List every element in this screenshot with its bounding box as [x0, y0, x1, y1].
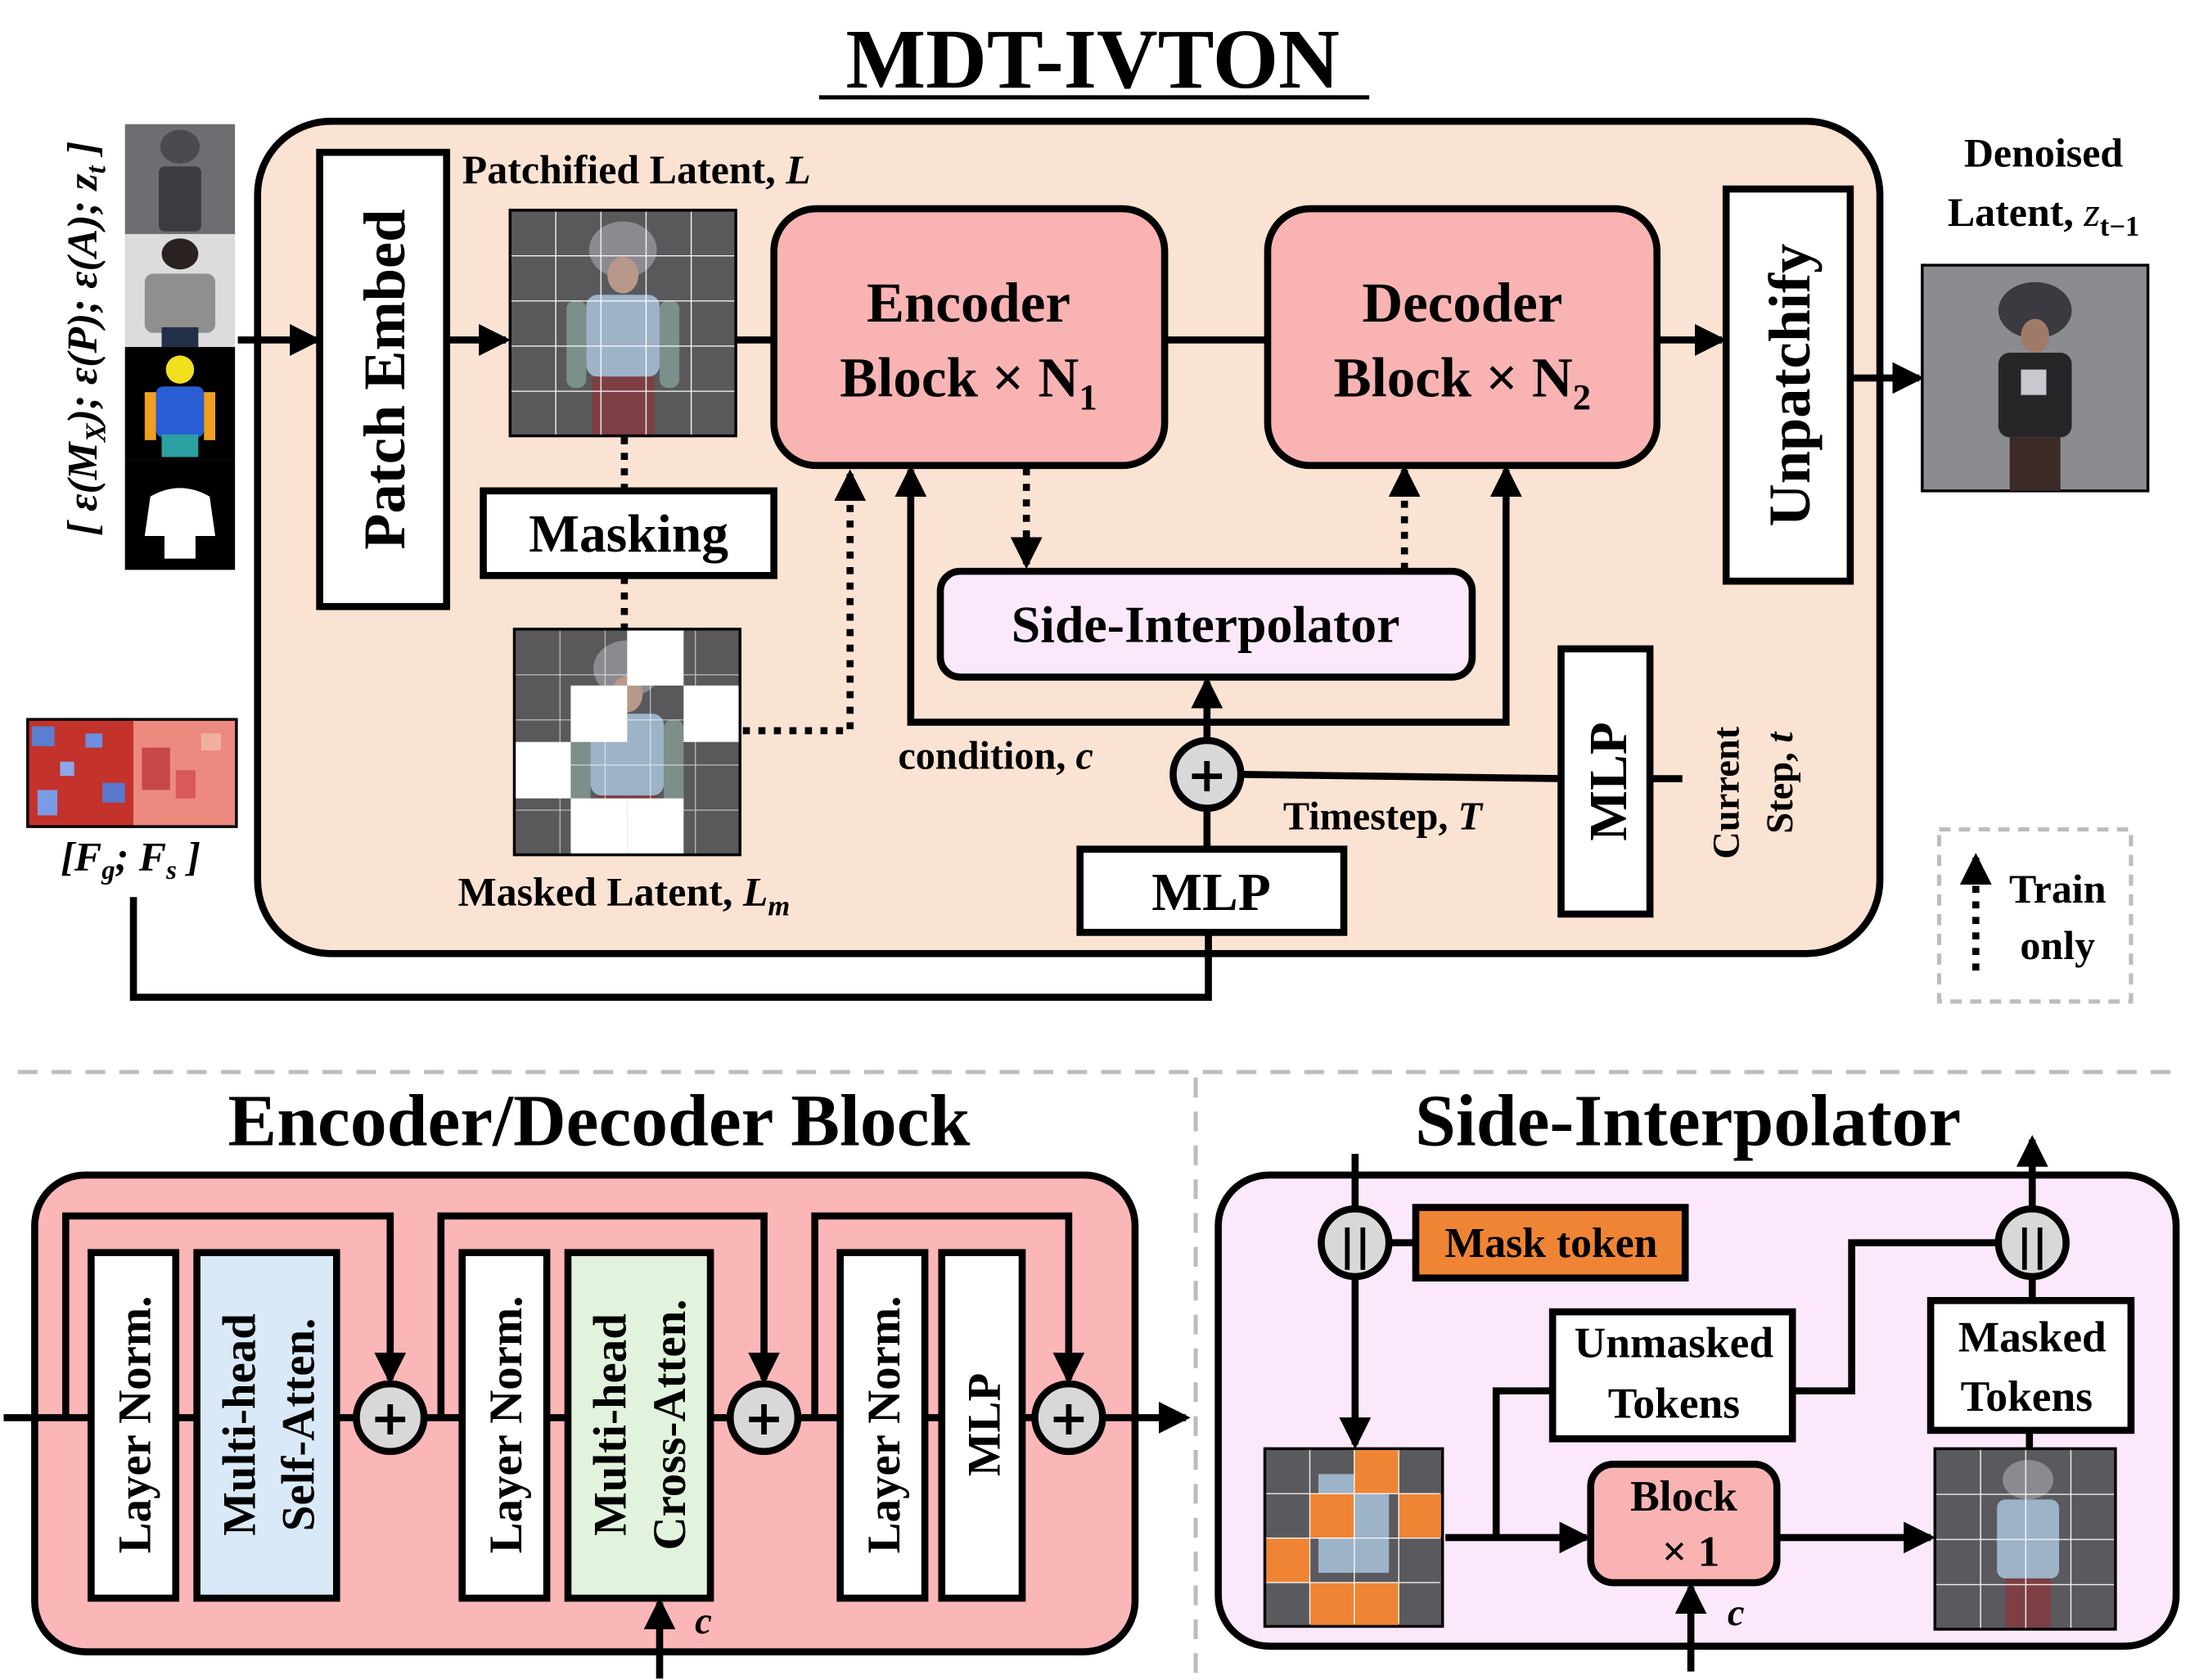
- masking-box: [480, 487, 777, 579]
- side-block-label-1: Block: [1630, 1471, 1737, 1520]
- unpatchify-box: [1722, 185, 1854, 585]
- concat-symbol-2: ||: [2016, 1221, 2048, 1270]
- input-images: [124, 124, 236, 570]
- add-symbol-2: +: [744, 1390, 784, 1446]
- side-title: Side-Interpolator: [1415, 1081, 1961, 1162]
- patch-embed-box: [316, 148, 451, 610]
- timestep-mlp-box: [1557, 645, 1654, 918]
- unmasked-tokens-label-1: Unmasked: [1575, 1317, 1774, 1367]
- legend-label-2: only: [2020, 922, 2095, 968]
- layer-norm-1: [88, 1249, 180, 1602]
- unpatchify-label: Unpatchify: [1756, 244, 1823, 527]
- masking-label: Masking: [529, 505, 728, 564]
- add-circle-1: [353, 1380, 428, 1456]
- add-symbol: +: [1187, 747, 1227, 803]
- cross-attention-label-1: Multi-head: [585, 1313, 637, 1536]
- condition-to-encoder-line: [894, 465, 1207, 726]
- unmasked-to-concat-line: [1792, 1239, 1998, 1394]
- add-circle-3: [1031, 1380, 1106, 1456]
- layer-norm-2-label: Layer Norm.: [480, 1296, 532, 1554]
- patchified-latent-image: [508, 209, 737, 438]
- denoised-latent-image: [1921, 263, 2150, 493]
- encoder-block: [770, 205, 1169, 470]
- side-output-grid: [1933, 1447, 2117, 1631]
- layer-norm-1-label: Layer Norm.: [110, 1296, 161, 1554]
- cross-attention-condition-label: c: [695, 1601, 712, 1642]
- feature-label: [Fg; Fs ]: [61, 834, 201, 885]
- decoder-block: [1264, 205, 1661, 470]
- input-label: [ ε(MX); ε(P); ε(A); zt ]: [60, 141, 111, 535]
- masked-tokens-label-1: Masked: [1958, 1312, 2107, 1361]
- side-interpolator-label: Side-Interpolator: [1012, 595, 1400, 653]
- feature-to-mlp-line: [129, 897, 1212, 1002]
- encdec-mlp-box: [938, 1249, 1026, 1602]
- grid-to-unmasked-line: [1492, 1387, 1553, 1538]
- denoised-label-1: Denoised: [1964, 129, 2124, 175]
- concat-circle-2: [1994, 1205, 2070, 1281]
- current-step-label-2: Step, t: [1760, 731, 1801, 834]
- unmasked-tokens-box: [1548, 1308, 1796, 1443]
- residual-skip-2: [437, 1212, 780, 1418]
- masked-latent-label: Masked Latent, Lm: [458, 869, 791, 922]
- condition-label: condition, c: [898, 734, 1093, 777]
- self-attention-box: [193, 1249, 340, 1602]
- layer-norm-3-label: Layer Norm.: [858, 1296, 910, 1554]
- timestep-mlp-label: MLP: [1579, 722, 1638, 841]
- encdec-title: Encoder/Decoder Block: [228, 1081, 970, 1162]
- masked-to-encoder-dotted: [742, 469, 867, 735]
- masked-tokens-label-2: Tokens: [1961, 1371, 2093, 1421]
- side-token-grid: [1263, 1447, 1444, 1628]
- mask-token-box: [1412, 1204, 1689, 1282]
- side-block-label-2: × 1: [1662, 1526, 1720, 1575]
- decoder-label-1: Decoder: [1362, 272, 1562, 334]
- concat-circle-1: [1318, 1205, 1393, 1281]
- side-block-condition-label: c: [1728, 1592, 1745, 1634]
- condition-to-decoder-line: [1206, 465, 1522, 726]
- unmasked-tokens-label-2: Tokens: [1608, 1378, 1740, 1427]
- timestep-label: Timestep, T: [1283, 795, 1485, 839]
- concat-symbol-1: ||: [1340, 1221, 1371, 1270]
- residual-skip-3: [811, 1212, 1085, 1418]
- self-attention-label-2: Self-Atten.: [273, 1318, 325, 1532]
- train-only-legend: [1936, 826, 2134, 1004]
- legend-label-1: Train: [2009, 866, 2107, 912]
- add-symbol-1: +: [370, 1390, 410, 1446]
- main-title: MDT-IVTON: [846, 13, 1340, 106]
- svg-text:[ ε(MX); ε(P); ε(A); zt ]: [ ε(MX); ε(P); ε(A); zt ]: [60, 141, 111, 535]
- residual-skip-1: [62, 1212, 407, 1418]
- layer-norm-3: [836, 1249, 929, 1602]
- cross-attention-box: [564, 1249, 714, 1602]
- cross-attention-label-2: Cross-Atten.: [644, 1299, 696, 1551]
- add-circle-2: [726, 1380, 802, 1456]
- patchified-latent-label: Patchified Latent, L: [462, 146, 811, 192]
- patch-embed-label: Patch Embed: [351, 209, 417, 550]
- timestep-line: [1241, 771, 1561, 782]
- add-symbol-3: +: [1048, 1390, 1088, 1446]
- encoder-label-2: Block × N1: [840, 346, 1097, 417]
- encdec-mlp-label: MLP: [958, 1373, 1010, 1476]
- denoised-label-2: Latent, zt−1: [1948, 189, 2139, 242]
- layer-norm-2: [458, 1249, 551, 1602]
- feature-mlp-box: [1076, 845, 1348, 936]
- masked-tokens-box: [1926, 1296, 2135, 1435]
- current-step-label-1: Current: [1706, 726, 1748, 858]
- mask-token-label: Mask token: [1444, 1220, 1657, 1267]
- add-circle: [1169, 736, 1245, 813]
- feature-mlp-label: MLP: [1151, 863, 1271, 922]
- feature-maps: [26, 718, 238, 828]
- encoder-label-1: Encoder: [867, 272, 1070, 334]
- decoder-label-2: Block × N2: [1334, 346, 1591, 417]
- masked-latent-image: [512, 628, 741, 857]
- self-attention-label-1: Multi-head: [214, 1313, 265, 1536]
